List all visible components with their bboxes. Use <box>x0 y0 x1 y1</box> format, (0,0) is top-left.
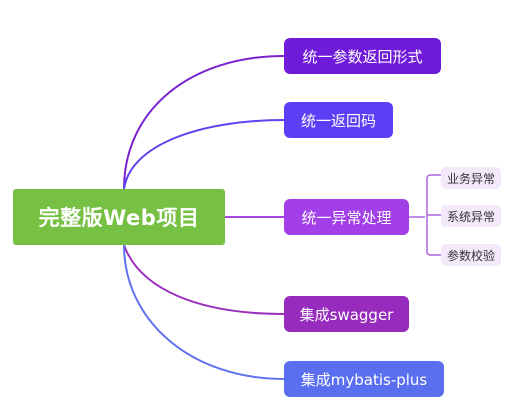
branch-node-unified-params[interactable]: 统一参数返回形式 <box>284 38 441 74</box>
leaf-node-business-exception[interactable]: 业务异常 <box>441 167 501 189</box>
branch-node-swagger[interactable]: 集成swagger <box>284 296 409 332</box>
branch-node-unified-exception[interactable]: 统一异常处理 <box>284 199 409 235</box>
branch-node-unified-code[interactable]: 统一返回码 <box>284 102 393 138</box>
connector-branch3-bracket <box>409 174 441 256</box>
leaf-node-system-exception[interactable]: 系统异常 <box>441 205 501 227</box>
connector-root-branch-5 <box>123 244 285 380</box>
leaf-node-param-validation[interactable]: 参数校验 <box>441 244 501 266</box>
root-node[interactable]: 完整版Web项目 <box>13 189 225 245</box>
connector-root-branch-2 <box>123 119 285 190</box>
branch-node-mybatis-plus[interactable]: 集成mybatis-plus <box>284 361 444 397</box>
connector-root-branch-1 <box>123 55 285 190</box>
connector-root-branch-4 <box>123 244 285 315</box>
